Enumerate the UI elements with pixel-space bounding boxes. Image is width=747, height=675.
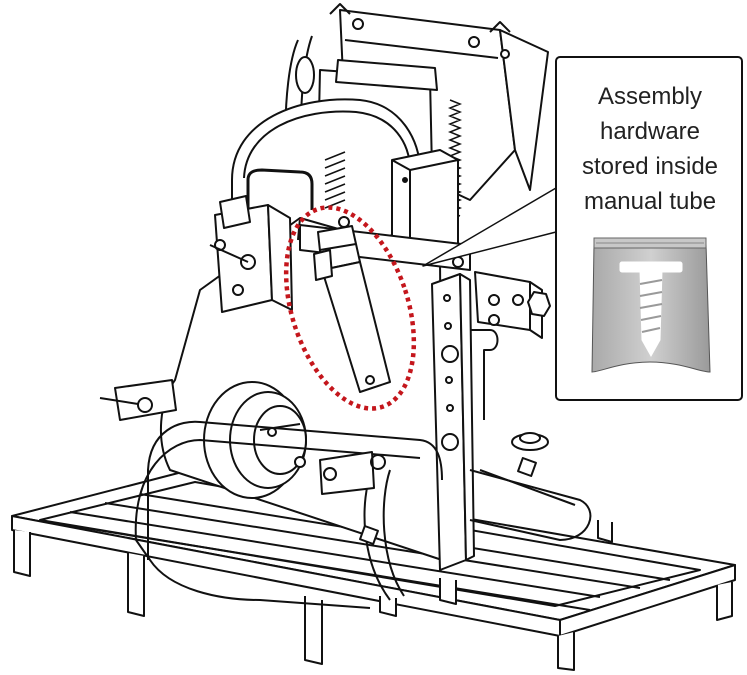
left-bracket xyxy=(209,195,293,313)
callout-line-3: stored inside xyxy=(582,153,718,180)
callout-line-2: hardware xyxy=(600,118,700,145)
right-bracket xyxy=(474,271,551,339)
highlight-ellipse xyxy=(283,205,417,411)
infeed-opening xyxy=(203,381,307,499)
screw-bag-icon xyxy=(591,237,711,373)
vertical-post xyxy=(431,273,499,571)
manual-tube xyxy=(313,225,391,393)
front-frame xyxy=(134,420,592,609)
disc-housing xyxy=(231,98,421,261)
callout-line-4: manual tube xyxy=(584,188,716,215)
left-arm xyxy=(99,379,177,421)
callout-box: Assembly hardware stored inside manual t… xyxy=(555,56,743,401)
callout-line-1: Assembly xyxy=(598,83,702,110)
